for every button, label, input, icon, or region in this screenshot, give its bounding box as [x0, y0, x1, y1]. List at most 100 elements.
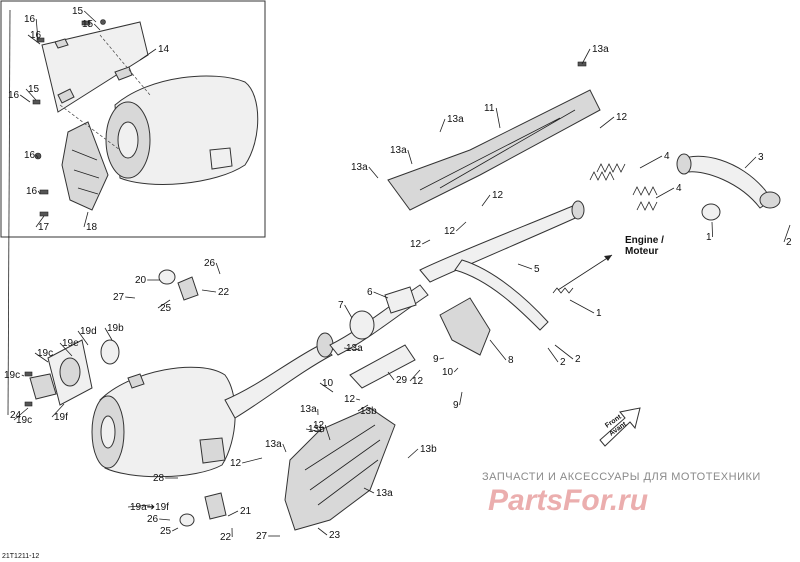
callout-label-22: 22: [218, 287, 230, 298]
callout-label-27: 27: [256, 531, 268, 542]
callout-leader-line: [407, 149, 413, 165]
lower-heat-shield: [284, 407, 396, 531]
callout-label-16: 16: [30, 30, 42, 41]
callout-label-12: 12: [616, 112, 628, 123]
callout-label-24: 24: [10, 410, 22, 421]
callout-label-13b: 13b: [360, 406, 377, 417]
callout-label-21: 21: [240, 506, 252, 517]
callout-leader-line: [59, 342, 73, 357]
callout-label-13a: 13a: [592, 44, 609, 55]
front-arrow: [599, 407, 641, 447]
callout-leader-line: [711, 221, 713, 238]
callout-label-16: 16: [24, 14, 36, 25]
callout-leader-line: [35, 215, 45, 228]
callout-leader-line: [407, 448, 419, 459]
inset-bolts: [32, 19, 106, 217]
callout-leader-line: [172, 527, 179, 532]
callout-leader-line: [343, 347, 361, 351]
callout-label-19c: 19c: [37, 348, 53, 359]
callout-label-12: 12: [410, 239, 422, 250]
callout-leader-line: [481, 194, 491, 207]
callout-label-19a19f: 19a➔19f: [130, 502, 169, 513]
callout-label-9: 9: [433, 354, 439, 365]
callout-leader-line: [19, 94, 31, 103]
callout-label-27: 27: [113, 292, 125, 303]
callout-leader-line: [83, 211, 89, 228]
callout-label-19b: 19b: [107, 323, 124, 334]
callout-label-1: 1: [596, 308, 602, 319]
callout-label-13b: 13b: [308, 424, 325, 435]
callout-label-10: 10: [322, 378, 334, 389]
callout-label-19d: 19d: [80, 326, 97, 337]
callout-label-18: 18: [86, 222, 98, 233]
callout-leader-line: [455, 221, 467, 232]
callout-label-28: 28: [153, 473, 165, 484]
callout-leader-line: [227, 510, 239, 517]
callout-leader-line: [554, 344, 574, 360]
callout-label-8: 8: [508, 355, 514, 366]
callout-label-14: 14: [158, 44, 170, 55]
callout-label-17: 17: [38, 222, 50, 233]
callout-label-19c: 19c: [16, 415, 32, 426]
callout-leader-line: [35, 154, 39, 159]
callout-leader-line: [655, 187, 675, 199]
callout-leader-line: [51, 403, 65, 418]
springs: [552, 163, 658, 294]
callout-label-19e: 19e: [62, 338, 79, 349]
callout-label-26: 26: [147, 514, 159, 525]
callout-label-15: 15: [82, 19, 94, 30]
callout-label-25: 25: [160, 526, 172, 537]
inset-detail-box: [0, 0, 266, 238]
callout-label-26: 26: [204, 258, 216, 269]
callout-leader-line: [93, 23, 101, 31]
callout-leader-line: [459, 391, 463, 406]
main-muffler: [91, 332, 334, 478]
callout-label-12: 12: [444, 226, 456, 237]
callout-leader-line: [83, 10, 97, 23]
callout-leader-line: [282, 443, 287, 453]
callout-leader-line: [783, 224, 791, 243]
callout-leader-line: [25, 88, 37, 101]
callout-label-16: 16: [24, 150, 36, 161]
callout-leader-line: [581, 48, 591, 65]
engine-label-en: Engine /: [625, 235, 664, 246]
callout-leader-line: [495, 107, 501, 129]
callout-leader-line: [439, 118, 446, 133]
callout-label-7: 7: [338, 300, 344, 311]
tail-flange-assembly: [24, 339, 120, 407]
callout-label-13a: 13a: [300, 404, 317, 415]
upper-heat-shield: [387, 61, 601, 211]
callout-label-9: 9: [453, 400, 459, 411]
callout-leader-line: [317, 527, 328, 536]
callout-label-12: 12: [313, 420, 325, 431]
callout-label-13b: 13b: [420, 444, 437, 455]
callout-label-23: 23: [329, 530, 341, 541]
callout-label-4: 4: [676, 183, 682, 194]
callout-leader-line: [125, 296, 136, 299]
diagram-code: 21T1211-12: [2, 553, 39, 560]
callout-label-29: 29: [396, 375, 408, 386]
callout-label-12: 12: [344, 394, 356, 405]
callout-leader-line: [439, 357, 445, 360]
callout-label-15: 15: [28, 84, 40, 95]
callout-leader-line: [139, 48, 157, 61]
callout-leader-line: [35, 18, 39, 41]
hanger-brackets: [158, 269, 227, 527]
callout-label-2: 2: [786, 237, 792, 248]
callout-label-22: 22: [220, 532, 232, 543]
callout-leader-line: [387, 371, 395, 381]
callout-leader-line: [599, 116, 615, 129]
callout-label-2: 2: [575, 354, 581, 365]
callout-label-13a: 13a: [265, 439, 282, 450]
callout-label-11: 11: [484, 103, 495, 114]
callout-label-16: 16: [8, 90, 20, 101]
callout-label-20: 20: [135, 275, 147, 286]
callout-leader-line: [104, 327, 113, 341]
callout-leader-line: [356, 398, 361, 401]
callout-label-10: 10: [442, 367, 454, 378]
callout-leader-line: [157, 299, 171, 309]
pipe-shield-8: [439, 297, 491, 356]
callout-label-25: 25: [160, 303, 172, 314]
callout-leader-line: [639, 155, 663, 169]
callout-leader-line: [7, 9, 11, 416]
